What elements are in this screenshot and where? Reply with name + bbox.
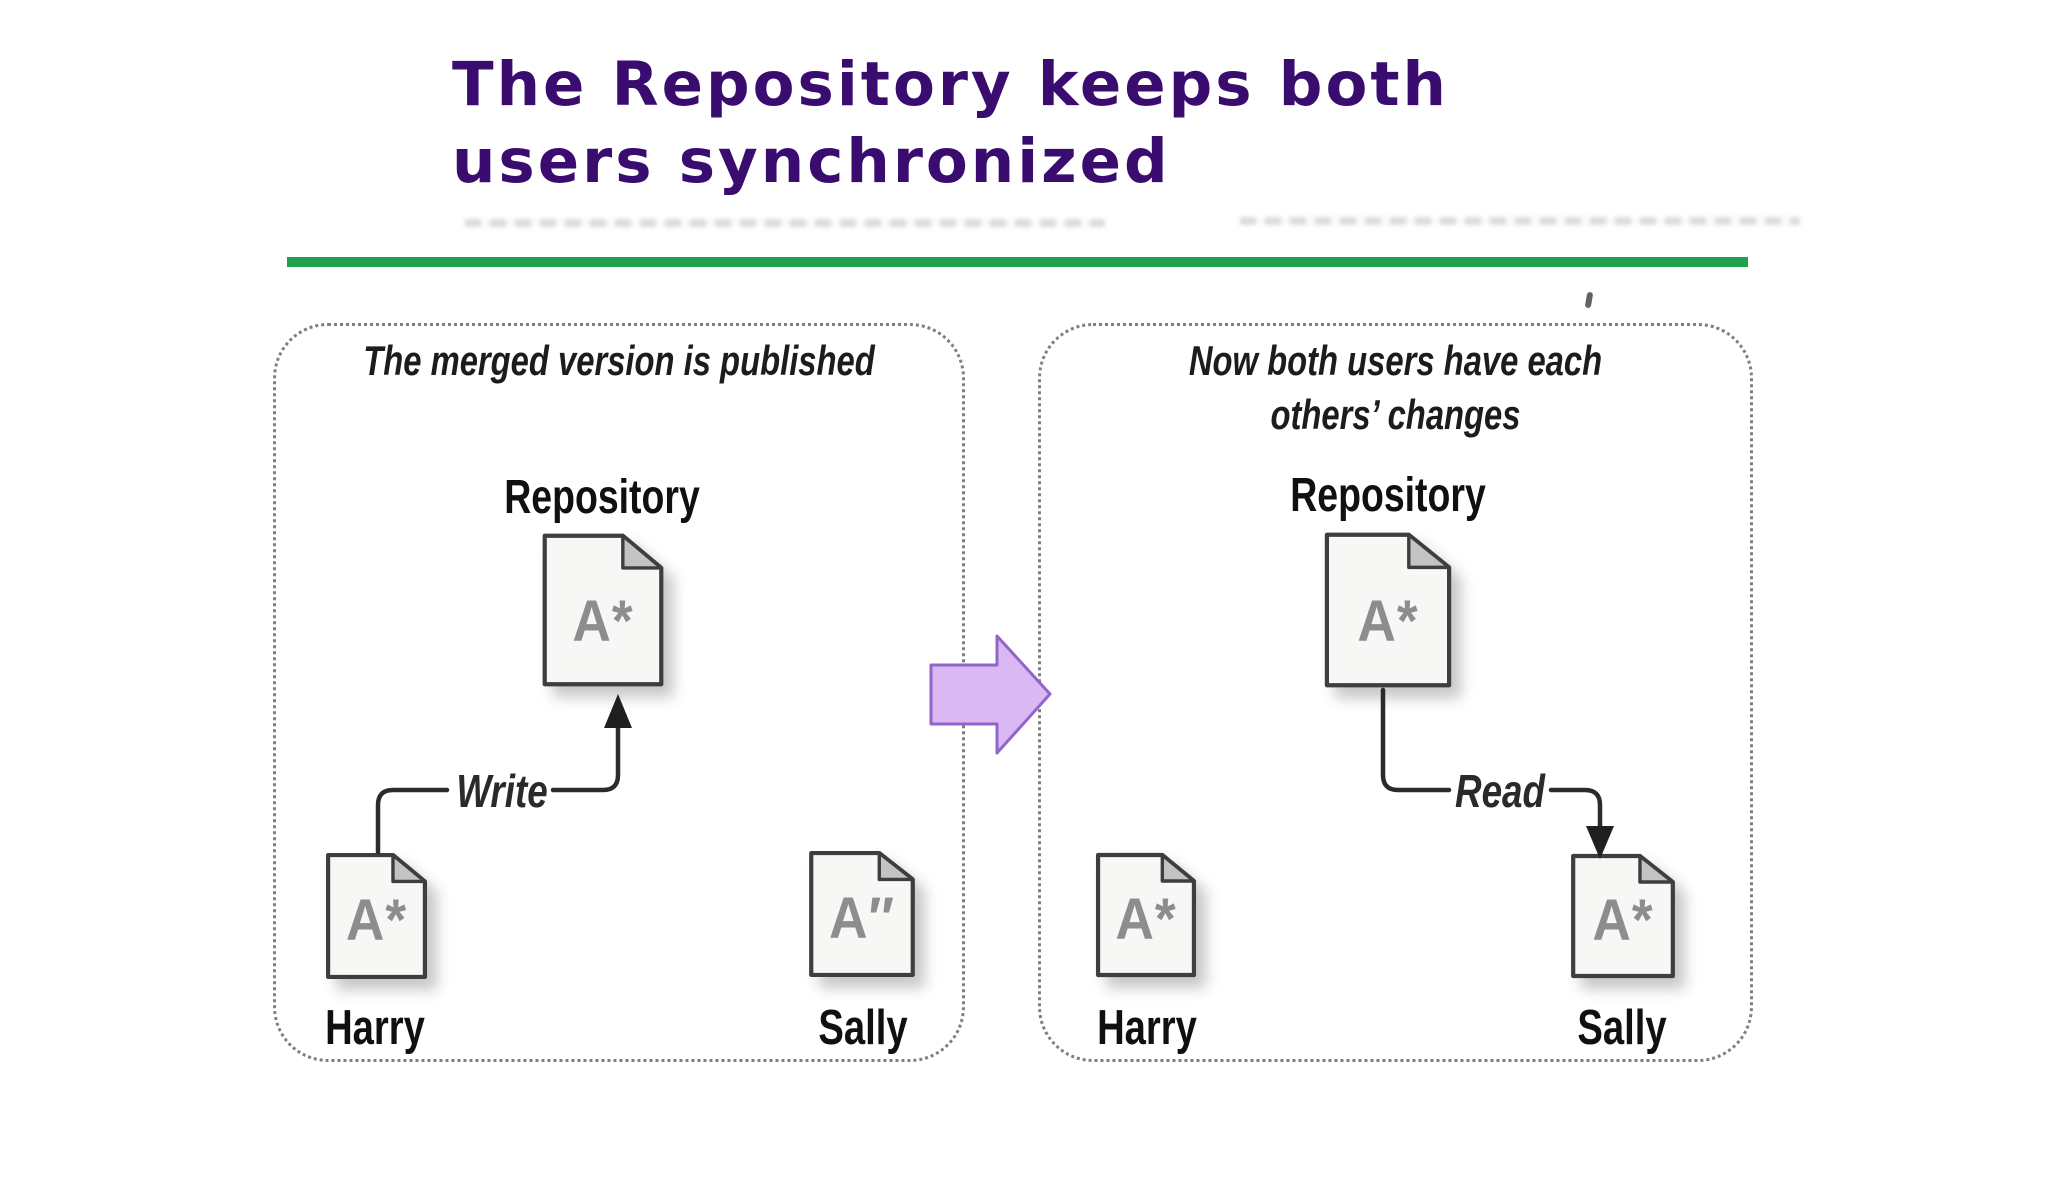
harry-document-right: A* [1095,852,1197,978]
title-line-2: users synchronized [452,126,1171,197]
transition-arrow-right-icon [929,634,1052,755]
document-version-label: A* [572,589,634,655]
write-action-label: Write [456,765,548,817]
page-outline [1098,855,1194,975]
user-name-label-harry-right: Harry [1097,1001,1197,1055]
title-line-1: The Repository keeps both [452,49,1449,120]
compression-ghost-line [465,219,1105,227]
folded-corner-icon [1162,855,1194,881]
document-page-icon [1570,853,1676,979]
repository-document-right: A* [1323,531,1453,689]
stray-tick-mark [1584,291,1594,309]
sally-document-right: A* [1570,853,1676,979]
right-panel-caption-line-1: Now both users have each [1188,337,1603,384]
page-outline [1573,856,1673,976]
compression-ghost-line [1240,217,1800,225]
right-panel-caption-line-2: others’ changes [1270,391,1521,438]
user-name-label-sally-left: Sally [818,1001,908,1055]
document-version-label: A* [345,887,408,953]
slide-title: The Repository keeps both users synchron… [452,46,1449,200]
title-divider-line [287,257,1748,267]
document-page-icon [541,532,665,688]
harry-document-left: A* [325,852,428,980]
folded-corner-icon [1409,535,1449,568]
document-version-label: A″ [829,885,895,951]
document-page-icon [1323,531,1453,689]
document-page-icon [325,852,428,980]
left-panel-caption: The merged version is published [363,337,875,384]
page-outline [811,853,913,975]
page-outline [1327,535,1449,685]
user-name-label-harry-left: Harry [325,1001,425,1055]
folded-corner-icon [623,536,661,568]
document-version-label: A* [1592,888,1654,954]
folded-corner-icon [879,853,912,879]
folded-corner-icon [393,855,425,881]
folded-corner-icon [1640,856,1673,882]
right-panel-caption: Now both users have each others’ changes [1117,334,1675,442]
document-version-label: A* [1357,588,1419,654]
sally-document-left: A″ [808,850,916,978]
page-outline [545,536,662,685]
read-action-label: Read [1455,765,1545,817]
repository-document-left: A* [541,532,665,688]
document-version-label: A* [1115,887,1177,953]
page-outline [328,855,425,977]
document-page-icon [808,850,916,978]
document-page-icon [1095,852,1197,978]
arrow-right-shape [929,634,1052,755]
user-name-label-sally-right: Sally [1577,1001,1667,1055]
repository-label-right: Repository [1290,469,1486,522]
repository-label-left: Repository [504,471,700,524]
